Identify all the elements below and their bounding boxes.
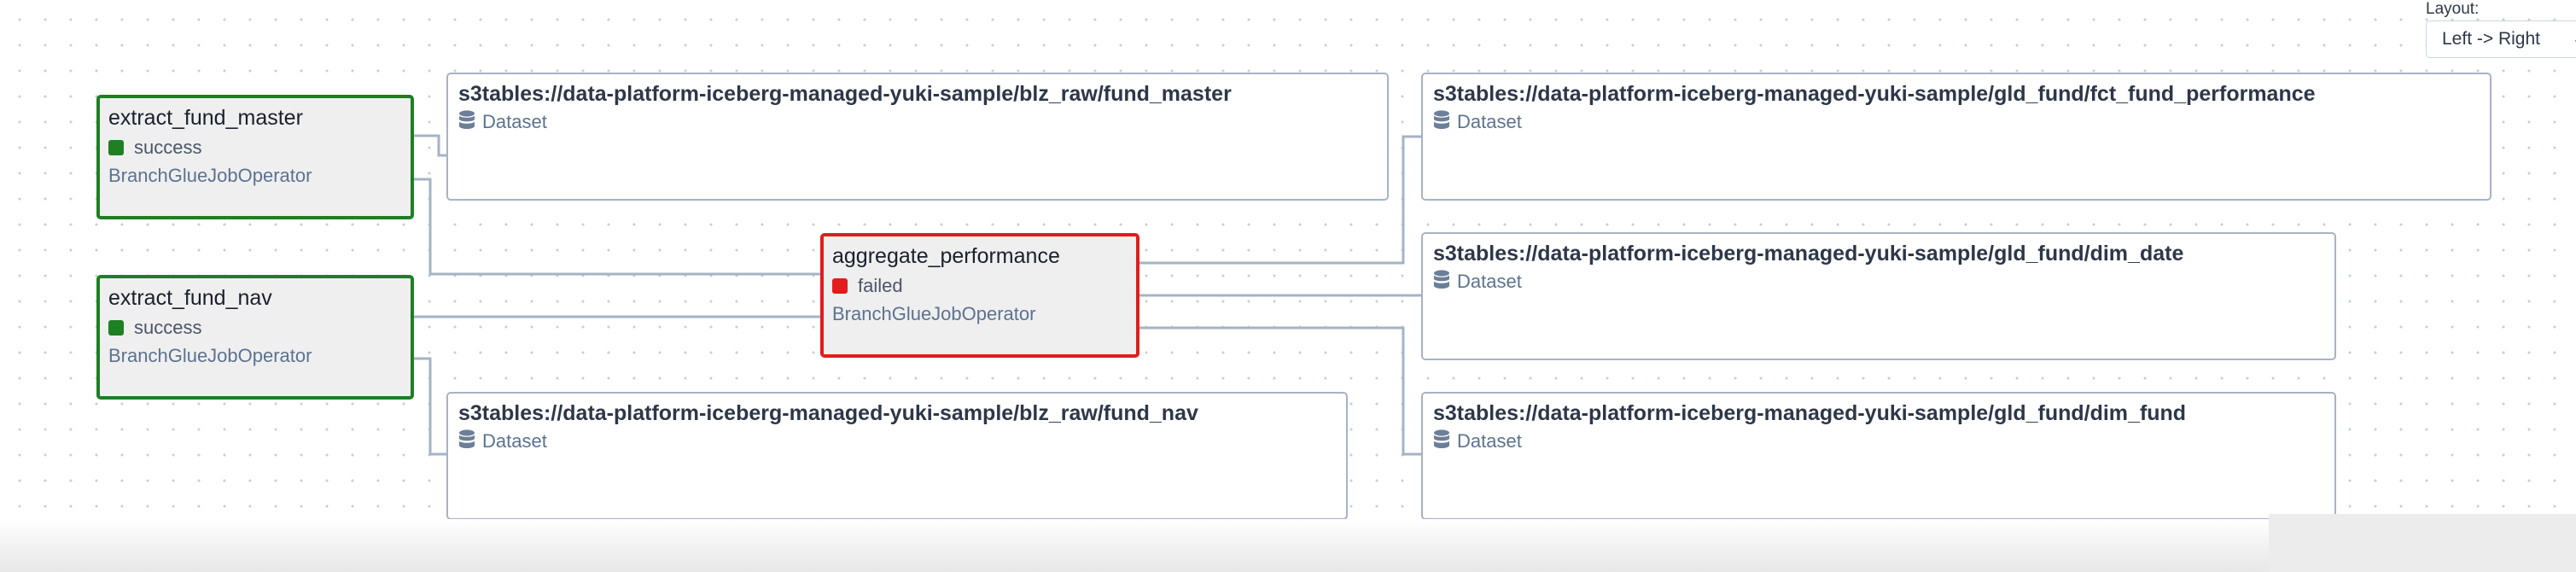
- task-node-extract-fund-master[interactable]: extract_fund_master success BranchGlueJo…: [96, 95, 414, 219]
- edge-extract-fund-master-to-aggregate-performance: [411, 178, 823, 276]
- task-state: success: [108, 134, 402, 161]
- state-indicator-icon: [108, 140, 124, 155]
- operator-label: BranchGlueJobOperator: [832, 303, 1036, 324]
- dataset-uri: s3tables://data-platform-iceberg-managed…: [1433, 82, 2316, 106]
- dataset-node-dim-date[interactable]: s3tables://data-platform-iceberg-managed…: [1421, 232, 2336, 360]
- edge-aggregate-performance-to-ds-fct-fund-performance: [1139, 135, 1422, 265]
- task-state: failed: [832, 272, 1128, 300]
- task-name: extract_fund_nav: [108, 286, 272, 310]
- task-name: aggregate_performance: [832, 244, 1060, 268]
- state-label: success: [134, 137, 202, 158]
- state-label: failed: [858, 275, 903, 296]
- state-label: success: [134, 317, 202, 338]
- database-icon: [1433, 429, 1450, 454]
- state-indicator-icon: [832, 278, 848, 294]
- bottom-right-panel: [2269, 514, 2576, 572]
- task-node-extract-fund-nav[interactable]: extract_fund_nav success BranchGlueJobOp…: [96, 275, 414, 400]
- dataset-type-label: Dataset: [1457, 271, 1522, 292]
- edge-extract-fund-master-to-ds-fund-master: [411, 134, 447, 157]
- chevron-down-icon: ⌄: [2573, 22, 2576, 57]
- edge-extract-fund-nav-to-ds-fund-nav: [411, 357, 447, 456]
- layout-select[interactable]: Left -> Right ⌄: [2426, 20, 2576, 58]
- dataset-uri: s3tables://data-platform-iceberg-managed…: [458, 401, 1198, 425]
- dataset-type-label: Dataset: [482, 111, 547, 132]
- dataset-node-dim-fund[interactable]: s3tables://data-platform-iceberg-managed…: [1421, 392, 2336, 520]
- database-icon: [1433, 269, 1450, 295]
- layout-select-value: Left -> Right: [2442, 29, 2540, 49]
- edge-aggregate-performance-to-ds-dim-fund: [1139, 326, 1422, 456]
- dataset-uri: s3tables://data-platform-iceberg-managed…: [1433, 242, 2184, 266]
- layout-label: Layout:: [2426, 0, 2480, 18]
- dataset-uri: s3tables://data-platform-iceberg-managed…: [458, 82, 1232, 106]
- dataset-type-label: Dataset: [482, 430, 547, 452]
- dataset-type-label: Dataset: [1457, 111, 1522, 132]
- dataset-uri: s3tables://data-platform-iceberg-managed…: [1433, 401, 2187, 425]
- database-icon: [458, 429, 475, 454]
- operator-label: BranchGlueJobOperator: [108, 345, 312, 366]
- dataset-node-fct-fund-performance[interactable]: s3tables://data-platform-iceberg-managed…: [1421, 73, 2491, 201]
- database-icon: [458, 109, 475, 135]
- task-state: success: [108, 314, 402, 341]
- dataset-type-label: Dataset: [1457, 430, 1522, 452]
- dataset-node-fund-nav[interactable]: s3tables://data-platform-iceberg-managed…: [446, 392, 1348, 520]
- task-node-aggregate-performance[interactable]: aggregate_performance failed BranchGlueJ…: [820, 233, 1139, 358]
- task-name: extract_fund_master: [108, 106, 303, 130]
- state-indicator-icon: [108, 320, 124, 336]
- dataset-node-fund-master[interactable]: s3tables://data-platform-iceberg-managed…: [446, 73, 1389, 201]
- database-icon: [1433, 109, 1450, 135]
- graph-bottom-edge: [0, 519, 2576, 572]
- operator-label: BranchGlueJobOperator: [108, 165, 312, 186]
